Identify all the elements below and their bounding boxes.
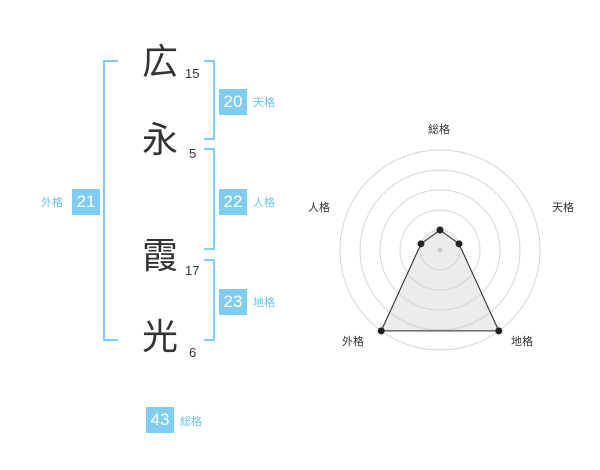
radar-center	[437, 247, 443, 253]
jinkaku-value: 22	[219, 189, 247, 215]
chikaku-value: 23	[219, 289, 247, 315]
radar-label-soukaku: 総格	[428, 123, 450, 136]
chikaku-bracket	[204, 259, 215, 341]
radar-point	[436, 226, 444, 234]
gaikaku-bracket	[103, 60, 118, 341]
soukaku-label: 総格	[180, 415, 202, 428]
gaikaku-label: 外格	[41, 196, 63, 209]
radar-point	[417, 240, 425, 248]
radar-ring	[399, 209, 481, 291]
radar-label-jinkaku: 人格	[308, 201, 330, 214]
radar-label-gaikaku: 外格	[342, 335, 364, 348]
radar-label-chikaku: 地格	[511, 335, 533, 348]
stroke-count-4: 6	[189, 345, 197, 360]
stroke-count-2: 5	[189, 146, 197, 161]
gaikaku-value: 21	[72, 189, 100, 215]
tenkaku-bracket	[204, 60, 215, 140]
soukaku-value: 43	[146, 407, 174, 433]
stroke-count-1: 15	[185, 66, 200, 81]
name-char-1: 広	[141, 42, 178, 83]
tenkaku-value: 20	[219, 89, 247, 115]
radar-point	[455, 240, 463, 248]
radar-label-tenkaku: 天格	[552, 201, 574, 214]
stroke-count-3: 17	[185, 263, 200, 278]
radar-point	[495, 327, 503, 335]
radar-ring	[379, 189, 501, 311]
jinkaku-label: 人格	[253, 196, 275, 209]
radar-ring	[359, 169, 521, 331]
name-char-2: 永	[141, 120, 178, 161]
radar-area	[380, 229, 500, 332]
radar-point	[377, 327, 385, 335]
jinkaku-bracket	[204, 148, 215, 250]
radar-ring	[339, 149, 541, 351]
radar-series-area	[380, 229, 500, 332]
tenkaku-label: 天格	[253, 96, 275, 109]
name-char-3: 霞	[141, 236, 178, 277]
name-char-4: 光	[141, 317, 178, 358]
radar-points	[377, 226, 503, 335]
chikaku-label: 地格	[253, 296, 275, 309]
